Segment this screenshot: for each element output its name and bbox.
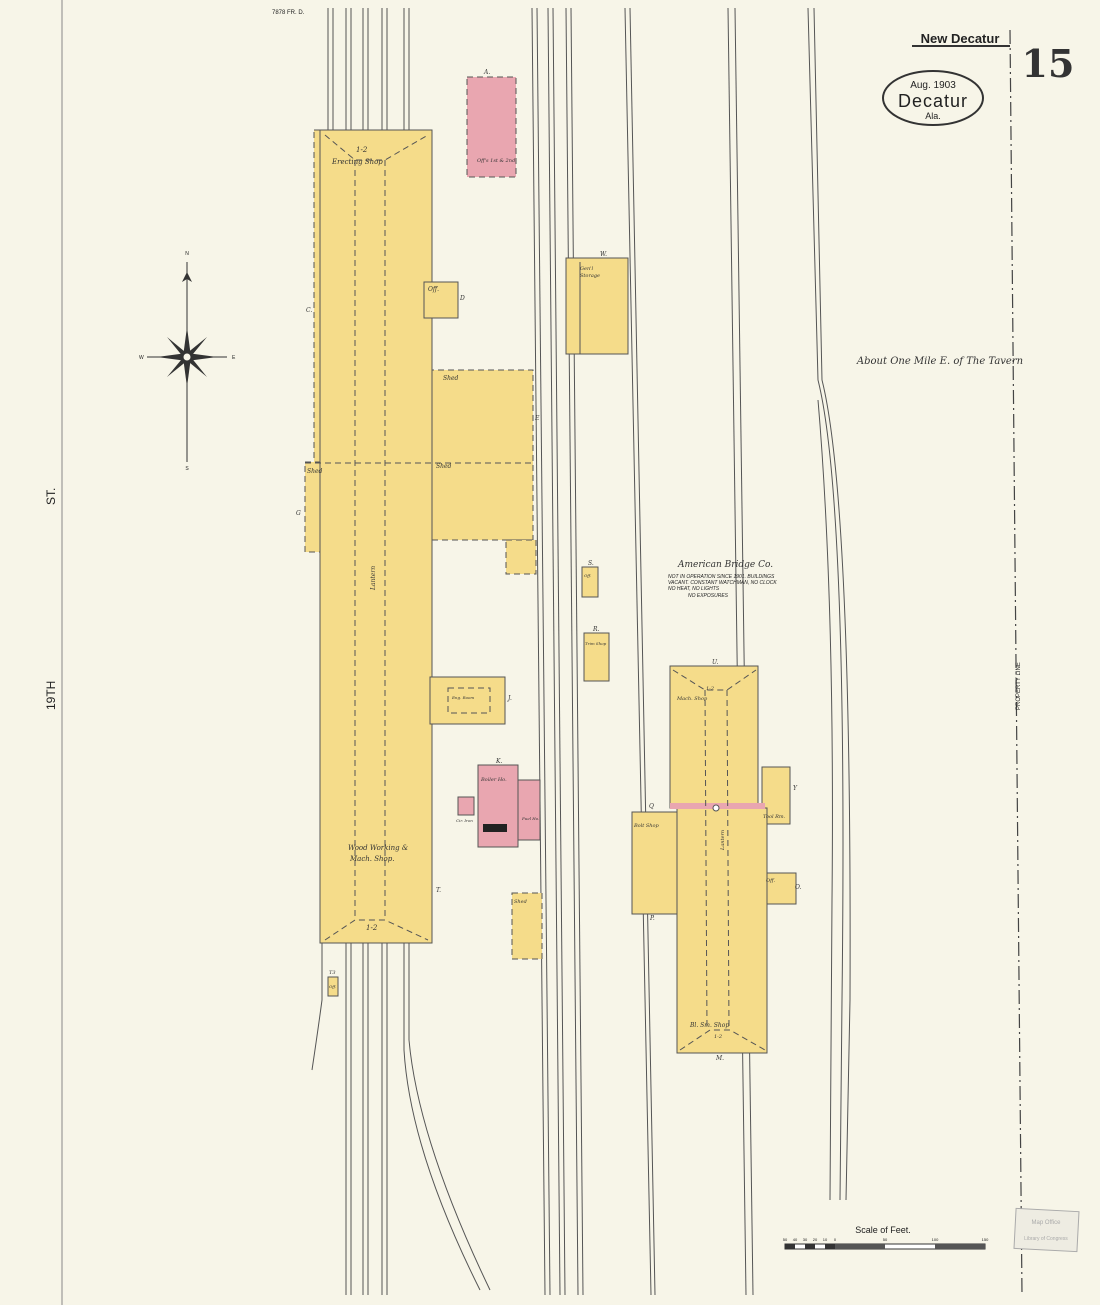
label-shed: Shed	[307, 468, 323, 475]
scale-tick: 30	[803, 1237, 808, 1242]
label-off: Off.	[584, 573, 591, 578]
seal-state: Ala.	[925, 111, 941, 121]
scale-bar	[784, 1243, 986, 1250]
company-note: VACANT. CONSTANT WATCHMAN, NO CLOCK	[668, 580, 777, 586]
stamp-text: Library of Congress	[1024, 1236, 1068, 1242]
letter-s: S.	[588, 560, 594, 567]
label-story: 1-2	[714, 1034, 722, 1040]
compass-n: N	[185, 251, 189, 257]
company-name: American Bridge Co.	[677, 560, 773, 570]
district-name: New Decatur	[921, 31, 1000, 46]
exposures-note: NO EXPOSURES	[688, 593, 729, 599]
stamp-text: Map Office	[1032, 1220, 1062, 1226]
boiler-icon	[483, 824, 507, 832]
seal-date: Aug. 1903	[910, 80, 956, 91]
letter-a: A.	[483, 69, 490, 76]
scale-tick: 40	[793, 1237, 798, 1242]
seal-city: Decatur	[898, 91, 968, 111]
top-note: 7878 FR. D.	[272, 10, 305, 16]
office-building[interactable]	[466, 76, 517, 178]
location-note: About One Mile E. of The Tavern	[856, 356, 1023, 367]
label-story: 1-2	[366, 924, 378, 932]
company-note: NO HEAT, NO LIGHTS	[668, 586, 720, 592]
label-mach-shop: Mach. Shop	[676, 696, 708, 702]
label-engine-room: Eng. Room	[451, 695, 474, 700]
compass-w: W	[139, 355, 144, 361]
scale-tick: 50	[783, 1237, 788, 1242]
compass-e: E	[232, 355, 236, 361]
compass-s: S	[185, 466, 189, 472]
fuel-house[interactable]	[517, 779, 541, 841]
letter-p: P.	[649, 915, 655, 922]
label-erecting-shop: Erecting Shop	[331, 158, 383, 166]
scale-tick: 100	[932, 1237, 939, 1242]
label-boiler-house: Boiler Ho.	[480, 777, 507, 783]
railroad-tracks	[311, 7, 851, 1296]
letter-m: M.	[715, 1055, 724, 1062]
compass-rose-icon	[147, 262, 227, 462]
label-genl-storage: Gen'l	[580, 266, 594, 272]
label-wood-working: Wood Working &	[348, 844, 408, 852]
property-line	[1009, 29, 1023, 1296]
property-line-label: PROPERTY LINE	[1016, 662, 1022, 710]
library-stamp	[1013, 1207, 1080, 1253]
letter-d: D	[459, 295, 465, 302]
label-off: Off.	[428, 286, 439, 293]
label-shed: Shed	[436, 463, 452, 470]
label-chimney: Cir. Iron	[456, 818, 473, 823]
letter-c: C.	[306, 307, 312, 314]
label-lantern: Lantern	[720, 830, 726, 851]
scale-title: Scale of Feet.	[855, 1225, 911, 1235]
letter-k: K.	[495, 758, 502, 765]
chimney	[457, 796, 475, 816]
letter-t3: T3	[329, 970, 336, 976]
scale-tick: 0	[834, 1237, 837, 1242]
label-fuel-house: Fuel Ho.	[521, 816, 539, 821]
machine-blacksmith-shop[interactable]	[631, 665, 797, 1054]
label-genl-storage: Storage	[580, 273, 600, 279]
label-bolt-shop: Bolt Shop	[633, 823, 660, 829]
sheet-number: 15	[1022, 41, 1075, 86]
label-story: 1-2	[706, 686, 714, 692]
label-trim-shop: Trim Shop	[585, 641, 607, 646]
engine-room[interactable]	[429, 676, 506, 725]
label-story: 1-2	[356, 146, 368, 154]
street-label-st: ST.	[44, 488, 58, 505]
trim-shop[interactable]	[583, 632, 610, 682]
letter-r: R.	[592, 626, 600, 633]
company-note: NOT IN OPERATION SINCE 1901. BUILDINGS	[668, 574, 775, 580]
city-seal	[882, 70, 984, 126]
woodworking-machine-shop[interactable]	[304, 129, 537, 944]
label-off: Off.	[766, 878, 776, 884]
small-office[interactable]	[327, 976, 339, 997]
scale-tick: 10	[823, 1237, 828, 1242]
letter-e: E	[534, 415, 540, 422]
label-shed: Shed	[443, 375, 459, 382]
scale-tick: 150	[982, 1237, 989, 1242]
label-tool-room: Tool Rm.	[763, 814, 786, 820]
letter-g: G	[296, 510, 301, 517]
label-blacksmith-shop: Bl. Sm. Shop	[689, 1022, 729, 1029]
letter-q: Q	[649, 803, 654, 810]
letter-u: U.	[712, 659, 719, 666]
letter-o: O.	[795, 884, 802, 891]
street-label-19th: 19TH	[44, 681, 58, 710]
letter-y: Y	[793, 785, 798, 792]
letter-w: W.	[600, 251, 607, 258]
general-storage[interactable]	[565, 257, 629, 355]
scale-tick: 50	[883, 1237, 888, 1242]
label-off: Off.	[329, 984, 336, 989]
office-s[interactable]	[581, 566, 599, 598]
letter-j: J.	[506, 695, 512, 702]
letter-t: T.	[436, 887, 441, 894]
label-office: Off's 1st & 2nd	[477, 158, 515, 164]
scale-tick: 20	[813, 1237, 818, 1242]
label-lantern: Lantern	[370, 566, 377, 591]
label-shed: Shed	[514, 899, 527, 905]
label-mach-shop: Mach. Shop.	[349, 855, 394, 863]
shed-bottom[interactable]	[511, 892, 543, 960]
